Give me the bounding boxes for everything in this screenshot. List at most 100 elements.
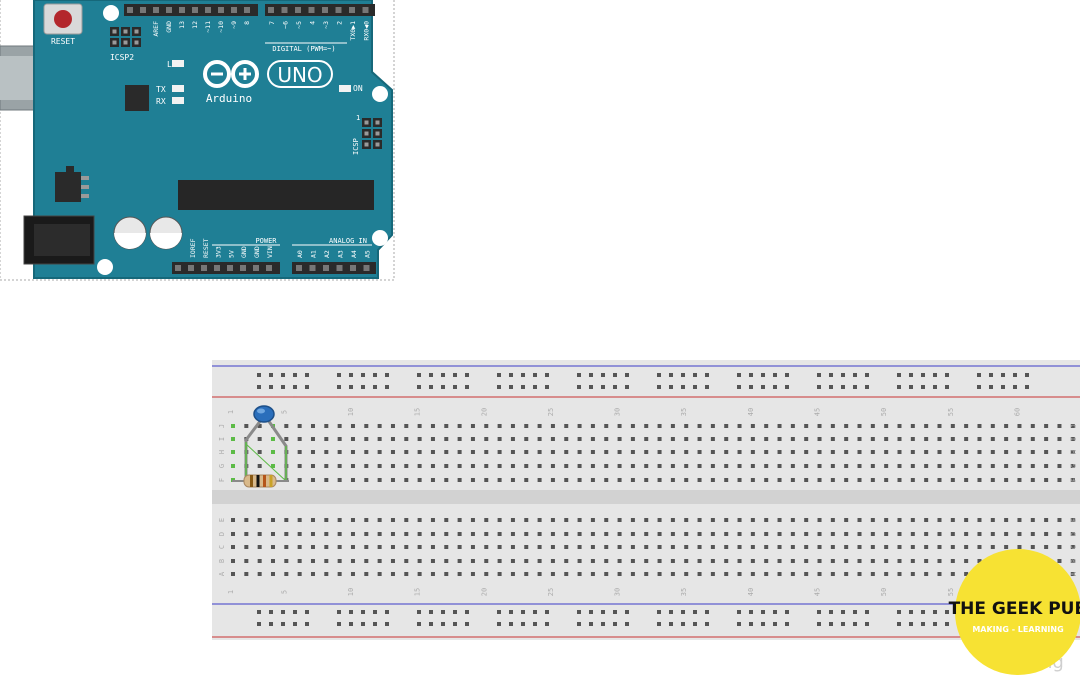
rail-hole[interactable] xyxy=(853,385,857,389)
breadboard-hole[interactable] xyxy=(777,450,782,454)
rail-hole[interactable] xyxy=(601,373,605,377)
icsp-pin[interactable] xyxy=(375,120,380,125)
breadboard-hole[interactable] xyxy=(470,450,475,454)
breadboard-hole[interactable] xyxy=(937,478,942,482)
breadboard-hole[interactable] xyxy=(590,545,595,549)
breadboard-hole[interactable] xyxy=(550,572,555,576)
breadboard-hole[interactable] xyxy=(417,518,422,522)
rail-hole[interactable] xyxy=(589,385,593,389)
icsp-pin[interactable] xyxy=(134,40,139,45)
breadboard-hole[interactable] xyxy=(630,437,635,441)
breadboard-hole[interactable] xyxy=(1017,450,1022,454)
rail-hole[interactable] xyxy=(841,622,845,626)
breadboard-hole[interactable] xyxy=(577,478,582,482)
breadboard-hole[interactable] xyxy=(964,572,969,576)
icsp-pin[interactable] xyxy=(112,29,117,34)
breadboard-hole[interactable] xyxy=(390,424,395,428)
breadboard-hole[interactable] xyxy=(364,424,369,428)
breadboard-hole[interactable] xyxy=(564,478,569,482)
breadboard-hole[interactable] xyxy=(1004,518,1009,522)
rail-hole[interactable] xyxy=(497,373,501,377)
breadboard-hole[interactable] xyxy=(310,518,315,522)
header-pin[interactable] xyxy=(231,7,237,13)
rail-hole[interactable] xyxy=(577,610,581,614)
breadboard-hole[interactable] xyxy=(710,545,715,549)
breadboard-hole[interactable] xyxy=(830,464,835,468)
breadboard-hole[interactable] xyxy=(1057,545,1062,549)
rail-hole[interactable] xyxy=(773,610,777,614)
breadboard-hole[interactable] xyxy=(710,464,715,468)
breadboard-hole[interactable] xyxy=(950,572,955,576)
breadboard-hole[interactable] xyxy=(884,478,889,482)
breadboard-hole[interactable] xyxy=(817,518,822,522)
breadboard-hole[interactable] xyxy=(737,437,742,441)
breadboard-hole[interactable] xyxy=(524,518,529,522)
rail-hole[interactable] xyxy=(977,385,981,389)
rail-hole[interactable] xyxy=(521,373,525,377)
breadboard-hole[interactable] xyxy=(537,424,542,428)
rail-hole[interactable] xyxy=(385,622,389,626)
breadboard-hole[interactable] xyxy=(297,518,302,522)
breadboard-hole[interactable] xyxy=(870,464,875,468)
rail-hole[interactable] xyxy=(429,610,433,614)
breadboard-hole[interactable] xyxy=(497,572,502,576)
breadboard-hole[interactable] xyxy=(964,518,969,522)
breadboard-hole[interactable] xyxy=(364,559,369,563)
breadboard-hole[interactable] xyxy=(697,450,702,454)
rail-hole[interactable] xyxy=(669,610,673,614)
breadboard-hole[interactable] xyxy=(284,518,289,522)
breadboard-hole[interactable] xyxy=(417,532,422,536)
breadboard-hole[interactable] xyxy=(830,424,835,428)
icsp-pin[interactable] xyxy=(112,40,117,45)
breadboard-hole[interactable] xyxy=(231,437,235,441)
breadboard-hole[interactable] xyxy=(310,545,315,549)
breadboard-hole[interactable] xyxy=(924,464,929,468)
breadboard-hole[interactable] xyxy=(644,478,649,482)
breadboard-hole[interactable] xyxy=(430,437,435,441)
header-pin[interactable] xyxy=(363,265,370,271)
breadboard-hole[interactable] xyxy=(710,424,715,428)
breadboard-hole[interactable] xyxy=(310,532,315,536)
breadboard-hole[interactable] xyxy=(310,450,315,454)
breadboard-hole[interactable] xyxy=(510,559,515,563)
rail-hole[interactable] xyxy=(761,622,765,626)
rail-hole[interactable] xyxy=(1013,373,1017,377)
breadboard-hole[interactable] xyxy=(484,478,489,482)
rail-hole[interactable] xyxy=(497,385,501,389)
breadboard-hole[interactable] xyxy=(644,572,649,576)
breadboard-hole[interactable] xyxy=(1030,532,1035,536)
breadboard-hole[interactable] xyxy=(604,545,609,549)
rail-hole[interactable] xyxy=(361,610,365,614)
breadboard-hole[interactable] xyxy=(1017,545,1022,549)
breadboard-hole[interactable] xyxy=(310,478,315,482)
breadboard-hole[interactable] xyxy=(324,518,329,522)
breadboard-hole[interactable] xyxy=(724,572,729,576)
breadboard-hole[interactable] xyxy=(337,464,342,468)
breadboard-hole[interactable] xyxy=(977,437,982,441)
rail-hole[interactable] xyxy=(441,610,445,614)
breadboard-hole[interactable] xyxy=(524,437,529,441)
breadboard-hole[interactable] xyxy=(790,437,795,441)
rail-hole[interactable] xyxy=(693,610,697,614)
breadboard-hole[interactable] xyxy=(777,559,782,563)
breadboard-hole[interactable] xyxy=(777,437,782,441)
breadboard-hole[interactable] xyxy=(710,532,715,536)
breadboard-hole[interactable] xyxy=(297,478,302,482)
breadboard-hole[interactable] xyxy=(844,532,849,536)
breadboard-hole[interactable] xyxy=(364,437,369,441)
breadboard-hole[interactable] xyxy=(777,532,782,536)
breadboard-hole[interactable] xyxy=(457,450,462,454)
breadboard-hole[interactable] xyxy=(990,545,995,549)
breadboard-hole[interactable] xyxy=(524,532,529,536)
breadboard-hole[interactable] xyxy=(1004,437,1009,441)
breadboard-hole[interactable] xyxy=(897,532,902,536)
breadboard-hole[interactable] xyxy=(977,464,982,468)
rail-hole[interactable] xyxy=(453,373,457,377)
breadboard-hole[interactable] xyxy=(550,424,555,428)
breadboard-hole[interactable] xyxy=(350,450,355,454)
breadboard-hole[interactable] xyxy=(630,450,635,454)
rail-hole[interactable] xyxy=(705,373,709,377)
breadboard-hole[interactable] xyxy=(377,559,382,563)
breadboard-hole[interactable] xyxy=(1030,464,1035,468)
breadboard-hole[interactable] xyxy=(284,437,289,441)
